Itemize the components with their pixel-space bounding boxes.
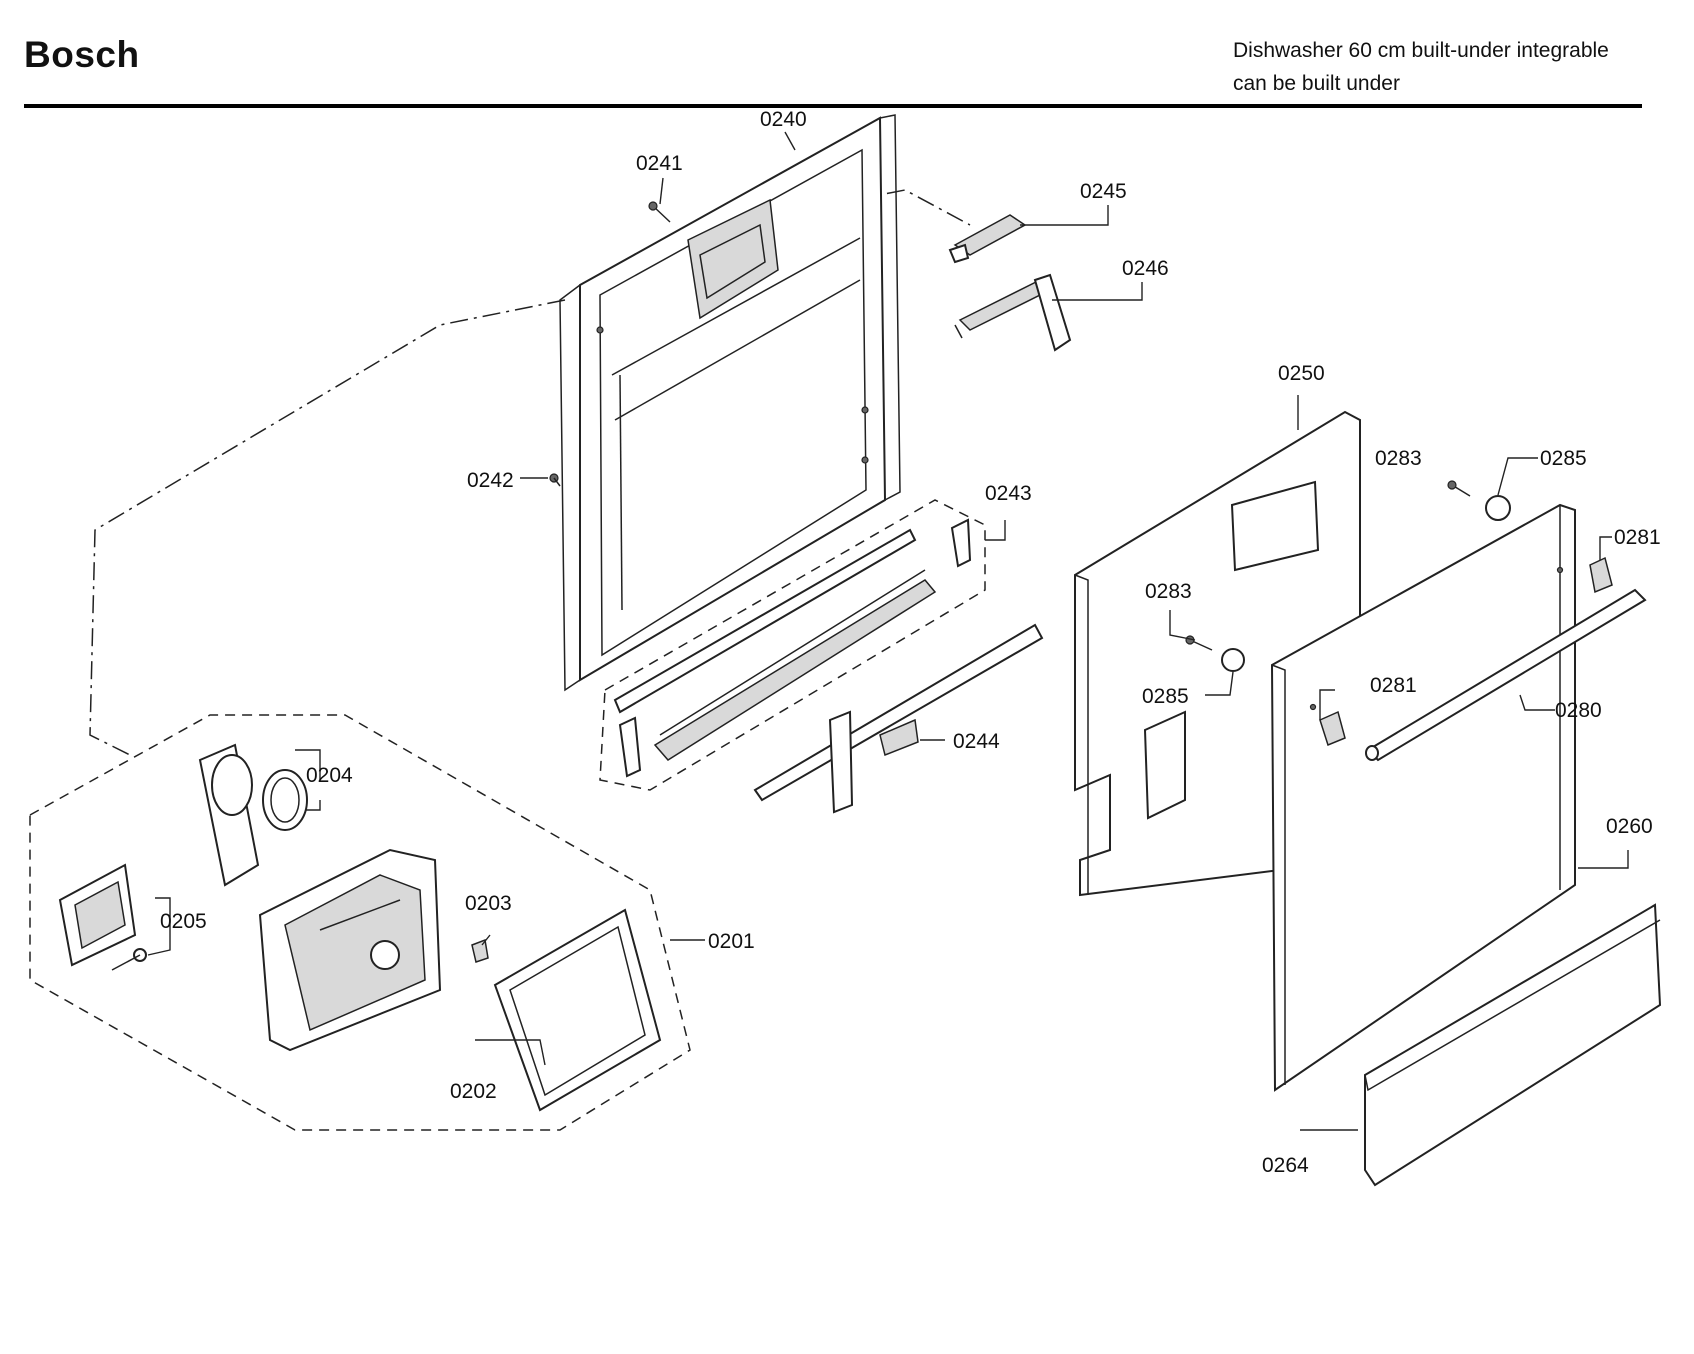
assembly-leader-dashdot-2 bbox=[724, 189, 971, 226]
screw-0242 bbox=[549, 473, 561, 487]
washer-0285-a bbox=[1485, 495, 1511, 521]
control-panel-0205 bbox=[58, 863, 147, 971]
handle-bar-0280 bbox=[1365, 588, 1647, 762]
label-0202: 0202 bbox=[450, 1080, 497, 1103]
front-panel-0260 bbox=[1270, 503, 1576, 1092]
screw-0283-a bbox=[1447, 480, 1471, 497]
brand-title: Bosch bbox=[24, 34, 140, 75]
label-0240: 0240 bbox=[760, 108, 807, 131]
control-group-outline bbox=[29, 714, 691, 1131]
subtitle-line-1: Dishwasher 60 cm built-under integrable bbox=[1233, 39, 1609, 62]
handle-bracket-0204 bbox=[198, 743, 308, 887]
label-0243: 0243 bbox=[985, 482, 1032, 505]
header-rule bbox=[24, 104, 1642, 108]
label-0285-a: 0285 bbox=[1540, 447, 1587, 470]
label-0283-a: 0283 bbox=[1375, 447, 1422, 470]
diagram-subtitle: Dishwasher 60 cm built-under integrable … bbox=[1233, 34, 1609, 100]
label-0281-a: 0281 bbox=[1614, 526, 1661, 549]
label-0246: 0246 bbox=[1122, 257, 1169, 280]
rail-0244 bbox=[753, 623, 1044, 814]
label-0241: 0241 bbox=[636, 152, 683, 175]
hinge-part-0246 bbox=[954, 273, 1072, 352]
kick-plate-0264 bbox=[1364, 903, 1662, 1187]
label-0242: 0242 bbox=[467, 469, 514, 492]
inner-door-frame bbox=[559, 114, 901, 692]
clip-0281-a bbox=[1589, 556, 1613, 594]
label-0244: 0244 bbox=[953, 730, 1000, 753]
screw-0241 bbox=[648, 201, 671, 223]
knob-0203 bbox=[471, 938, 489, 963]
label-0281-b: 0281 bbox=[1370, 674, 1417, 697]
door-rail-set bbox=[613, 518, 972, 778]
label-0280: 0280 bbox=[1555, 699, 1602, 722]
rail-group-box bbox=[599, 499, 986, 791]
label-0204: 0204 bbox=[306, 764, 353, 787]
seal-frame-0202 bbox=[493, 908, 662, 1112]
label-0260: 0260 bbox=[1606, 815, 1653, 838]
clip-0281-b bbox=[1319, 710, 1346, 747]
label-0285-b: 0285 bbox=[1142, 685, 1189, 708]
label-0201: 0201 bbox=[708, 930, 755, 953]
hinge-part-0245 bbox=[948, 214, 1027, 264]
assembly-leader-dashdot bbox=[89, 299, 566, 756]
label-0205: 0205 bbox=[160, 910, 207, 933]
label-0264: 0264 bbox=[1262, 1154, 1309, 1177]
leader-lines bbox=[147, 131, 1629, 1131]
label-0250: 0250 bbox=[1278, 362, 1325, 385]
label-0203: 0203 bbox=[465, 892, 512, 915]
subtitle-line-2: can be built under bbox=[1233, 72, 1400, 95]
label-0283-b: 0283 bbox=[1145, 580, 1192, 603]
label-0245: 0245 bbox=[1080, 180, 1127, 203]
door-lock-module bbox=[258, 848, 442, 1052]
